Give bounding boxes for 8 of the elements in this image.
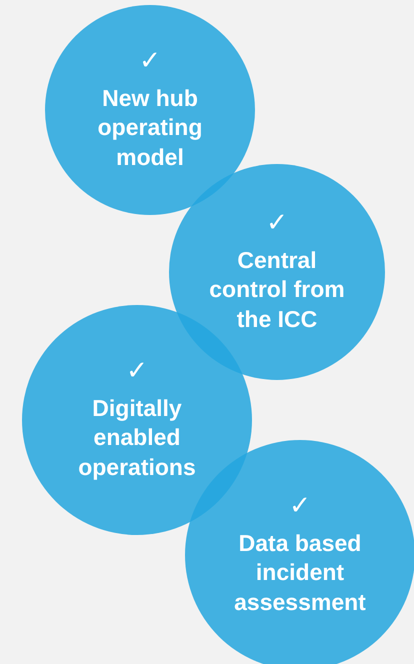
bubble-text: Digitally enabled operations (77, 394, 197, 482)
check-mark: ✓ (139, 48, 161, 74)
bubble-text: New hub operating model (96, 84, 204, 172)
check-mark: ✓ (289, 492, 311, 519)
check-mark: ✓ (266, 210, 288, 236)
bubble-text: Central control from the ICC (208, 246, 346, 334)
bubble-text: Data based incident assessment (233, 528, 367, 617)
check-mark: ✓ (126, 358, 148, 384)
